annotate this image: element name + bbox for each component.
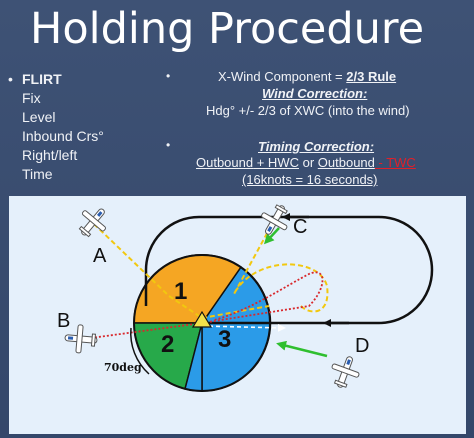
label-a: A [93,245,107,267]
plus-hwc: + HWC [253,155,299,170]
or-text: or [298,155,318,170]
flirt-item-time: Time [22,166,53,182]
wind-arrow-d-icon [276,340,328,358]
outbound-label: Outbound [196,155,254,170]
holding-diagram-svg: 1 2 3 A B C D 70deg [57,204,434,392]
heading-formula: Hdg° +/- 2/3 of XWC (into the wind) [206,103,410,118]
outbound-label: Outbound [317,155,375,170]
sector-2-label: 2 [161,331,174,358]
racetrack-path [144,215,434,325]
label-c: C [293,216,307,238]
aircraft-b-icon [64,324,98,354]
wind-arrow-c-icon [263,227,280,245]
flirt-item-level: Level [22,109,56,125]
timing-formula: Outbound + HWC or Outbound - TWC [196,154,416,171]
aircraft-a-icon [78,208,106,238]
flirt-heading: FLIRT [22,71,62,87]
slide-title: Holding Procedure [30,4,425,54]
flirt-list: • FLIRT Fix Level Inbound Crs° Right/left… [8,70,104,184]
entry-a-path [93,223,203,319]
label-b: B [57,310,70,332]
timing-correction-heading: Timing Correction: [258,139,375,154]
xwind-prefix: X-Wind Component = [218,69,347,84]
bullet: • [166,69,171,83]
angle-arc [130,327,150,375]
aircraft-c-icon [261,204,288,235]
flirt-item-fix: Fix [22,90,41,106]
entry-sectors [133,253,272,392]
minus-twc: - TWC [374,155,416,170]
holding-fix-icon [191,310,213,328]
sector-3-label: 3 [218,326,231,353]
aircraft-d-icon [331,356,360,388]
flirt-item-turn: Right/left [22,147,78,163]
label-d: D [355,335,369,357]
xwind-rule: 2/3 Rule [346,69,397,84]
timing-example: (16knots = 16 seconds) [242,172,378,187]
bullet: • [166,138,171,152]
holding-pattern [144,213,434,327]
holding-diagram: 1 2 3 A B C D 70deg [9,196,466,434]
entry-b-path [90,271,324,339]
sector-1-label: 1 [174,278,187,305]
angle-label: 70deg [104,361,142,374]
flirt-item-inbound: Inbound Crs° [22,128,104,144]
entry-a-path-continued [201,305,270,319]
xwind-line: X-Wind Component = 2/3 Rule [218,68,396,85]
wind-correction-heading: Wind Correction: [262,86,368,101]
bullet: • [8,71,13,87]
